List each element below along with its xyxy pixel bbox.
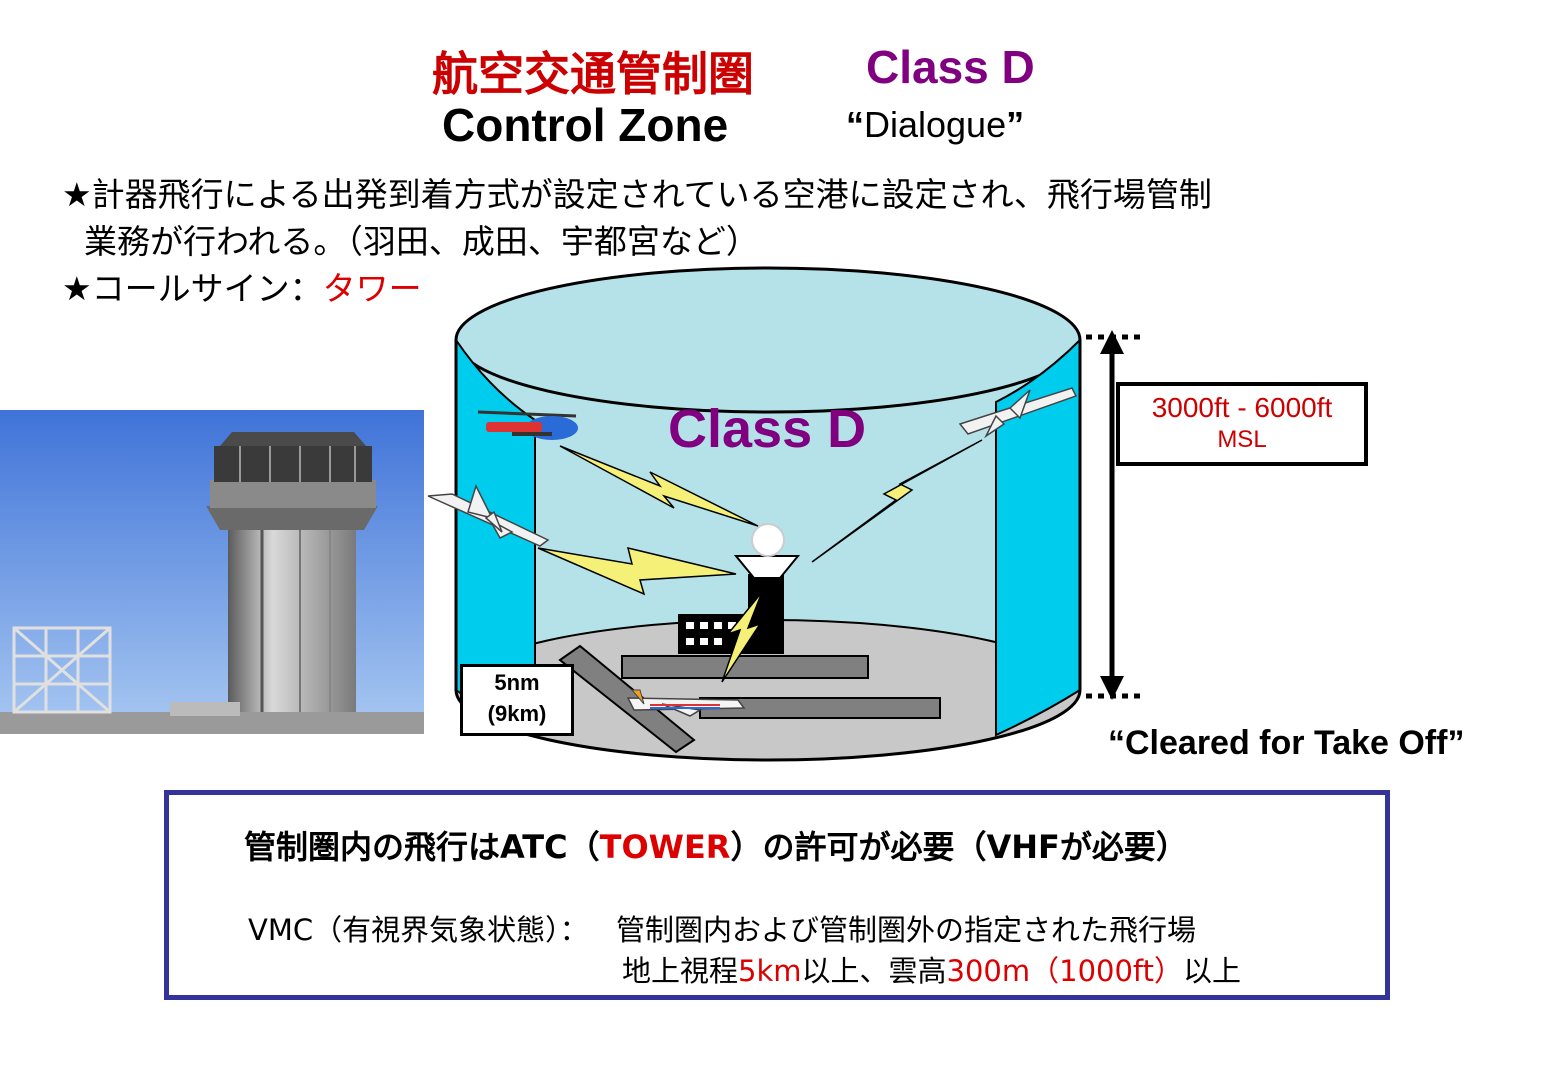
bullet-callsign: ★コールサイン：タワー [62,262,422,310]
title-control-zone: Control Zone [442,99,729,151]
altitude-box: 3000ft - 6000ft MSL [1116,382,1368,466]
helicopter-icon [477,410,578,440]
airplane-left-icon [427,483,550,547]
atc-tower: TOWER [599,828,731,866]
vmc-ceiling-value: 300m（1000ft） [946,954,1184,988]
class-d-cylinder [454,266,1082,762]
dialogue-open-quote: “ [846,104,864,145]
vmc-visibility-label: 地上視程 [622,954,739,988]
vmc-visibility-value: 5km [738,954,802,988]
dialogue-close-quote: ” [1006,104,1025,145]
altitude-range: 3000ft - 6000ft [1151,392,1333,423]
distance-km: (9km) [487,701,547,726]
airliner-runway-icon [626,689,746,717]
title-class-d: Class D [866,41,1035,93]
requirements-box [164,790,1390,1000]
callsign-prefix: ★コールサイン： [62,269,323,308]
distance-box: 5nm (9km) [460,664,574,736]
radio-signals [537,439,983,683]
title-japanese: 航空交通管制圏 [432,47,754,101]
altitude-arrow [1086,330,1144,700]
vmc-ceiling-label: 以上、雲高 [801,954,947,988]
atc-prefix: 管制圏内の飛行はATC（ [244,828,600,866]
callsign-value: タワー [322,269,422,308]
altitude-reference: MSL [1217,426,1267,453]
title-dialogue: “Dialogue” [846,104,1024,146]
vmc-line-2: 地上視程5km以上、雲高300m（1000ft）以上 [622,948,1241,990]
cleared-for-takeoff-text: “Cleared for Take Off” [1108,724,1465,762]
distance-nm: 5nm [494,670,540,695]
vmc-label: VMC（有視界気象状態）： [248,913,589,947]
bullet-definition-cont: 業務が行われる。（羽田、成田、宇都宮など） [84,222,759,261]
class-d-diagram-label: Class D [668,399,867,459]
atc-requirement: 管制圏内の飛行はATC（TOWER）の許可が必要（VHFが必要） [244,822,1188,868]
airplane-right-icon [958,387,1078,439]
vmc-suffix: 以上 [1183,954,1242,988]
control-tower-photo [0,410,424,734]
bullet-definition: ★計器飛行による出発到着方式が設定されている空港に設定され、飛行場管制 [62,175,1212,214]
vmc-line-1: 管制圏内および管制圏外の指定された飛行場 [616,913,1197,947]
dialogue-word: Dialogue [864,104,1007,145]
atc-suffix: ）の許可が必要（VHFが必要） [730,828,1188,866]
